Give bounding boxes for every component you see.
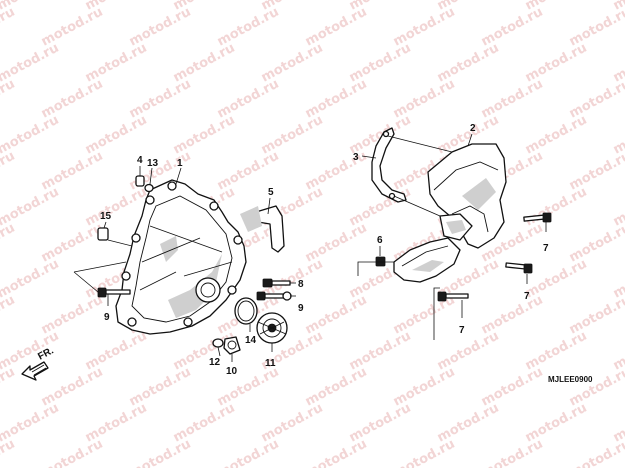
callout-10: 10 xyxy=(226,366,238,377)
watermark-text: motod.ru xyxy=(303,437,370,468)
watermark-text: motod.ru xyxy=(0,365,18,410)
watermark-text: motod.ru xyxy=(567,221,625,266)
watermark-text: motod.ru xyxy=(567,365,625,410)
watermark-text: motod.ru xyxy=(215,437,282,468)
callout-3: 3 xyxy=(353,152,359,163)
o-ring-12 xyxy=(212,338,224,348)
callout-13: 13 xyxy=(147,158,159,169)
leader-lines-left xyxy=(73,166,296,362)
callout-9-left: 9 xyxy=(104,312,110,323)
bolt-7-upper xyxy=(523,212,552,223)
watermark-text: motod.ru xyxy=(127,437,194,468)
bolt-9-left xyxy=(97,287,131,298)
watermark-text: motod.ru xyxy=(567,77,625,122)
wire-guide-3 xyxy=(371,127,407,203)
watermark-text: motod.ru xyxy=(567,293,625,338)
watermark-text: motod.ru xyxy=(0,293,18,338)
callout-12: 12 xyxy=(209,357,221,368)
bolt-7-middle xyxy=(505,262,533,274)
bolt-9-right xyxy=(256,291,292,301)
generator-cover xyxy=(115,179,247,335)
watermark-text: motod.ru xyxy=(39,437,106,468)
callout-14: 14 xyxy=(245,335,257,346)
callout-7-lower: 7 xyxy=(459,325,465,336)
callout-2: 2 xyxy=(470,123,476,134)
watermark-text: motod.ru xyxy=(0,77,18,122)
dowel-pin-15 xyxy=(97,227,109,241)
watermark-text: motod.ru xyxy=(479,437,546,468)
callout-4: 4 xyxy=(137,155,143,166)
callout-labels: 1 4 13 15 5 8 9 9 14 12 10 11 2 3 6 7 7 … xyxy=(100,123,549,377)
bolt-7-lower xyxy=(437,291,469,302)
watermark-text: motod.ru xyxy=(567,5,625,50)
o-ring-13 xyxy=(144,183,154,193)
callout-8: 8 xyxy=(298,279,304,290)
dowel-pin-4 xyxy=(135,175,145,187)
leader-lines-right xyxy=(357,133,547,340)
watermark-text: motod.ru xyxy=(0,221,18,266)
callout-5: 5 xyxy=(268,187,274,198)
diagram-code: MJLEE0900 xyxy=(548,375,593,384)
watermark-text: motod.ru xyxy=(567,149,625,194)
cover-2 xyxy=(427,143,507,249)
callout-9-right: 9 xyxy=(298,303,304,314)
lower-cover xyxy=(393,237,461,283)
callout-1: 1 xyxy=(177,158,183,169)
watermark-text: motod.ru xyxy=(0,149,18,194)
callout-7-middle: 7 xyxy=(524,291,530,302)
callout-15: 15 xyxy=(100,211,112,222)
callout-6: 6 xyxy=(377,235,383,246)
bolt-8 xyxy=(262,278,291,288)
callout-11: 11 xyxy=(265,358,276,369)
watermark-text: motod.ru xyxy=(567,437,625,468)
watermark-text: motod.ru xyxy=(391,437,458,468)
bracket-5 xyxy=(240,205,285,253)
watermark-text: motod.ru xyxy=(0,437,18,468)
bolt-6 xyxy=(375,256,386,267)
plug-10 xyxy=(223,336,241,355)
gasket-ring-14 xyxy=(234,297,258,325)
cap-11 xyxy=(256,312,288,344)
callout-7-upper: 7 xyxy=(543,243,549,254)
watermark-text: motod.ru xyxy=(0,5,18,50)
